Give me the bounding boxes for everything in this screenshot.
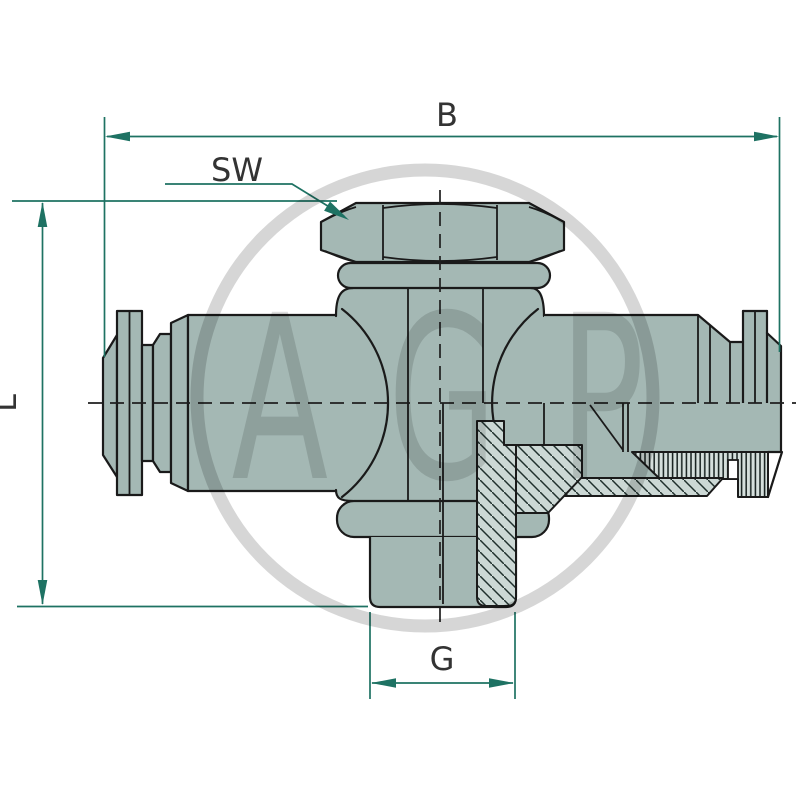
watermark-text: AGP	[232, 266, 707, 532]
dimension-arrows	[37, 131, 779, 688]
dimension-b	[103, 117, 781, 357]
stud-wall-hatch	[476, 420, 517, 607]
dimensions	[12, 117, 781, 699]
thread-notch	[727, 459, 739, 480]
hex-nut	[319, 201, 566, 264]
watermark-circle	[190, 163, 660, 633]
watermark: AGP	[190, 163, 707, 633]
right-push-in-connector	[542, 309, 783, 405]
label-b: B	[436, 96, 458, 134]
dimension-l	[12, 200, 368, 608]
sw-leader	[165, 183, 345, 217]
ball-arc-left	[340, 307, 390, 499]
threaded-stud	[368, 403, 518, 609]
label-l: L	[0, 394, 24, 412]
label-sw: SW	[211, 151, 263, 189]
label-g: G	[430, 640, 455, 678]
